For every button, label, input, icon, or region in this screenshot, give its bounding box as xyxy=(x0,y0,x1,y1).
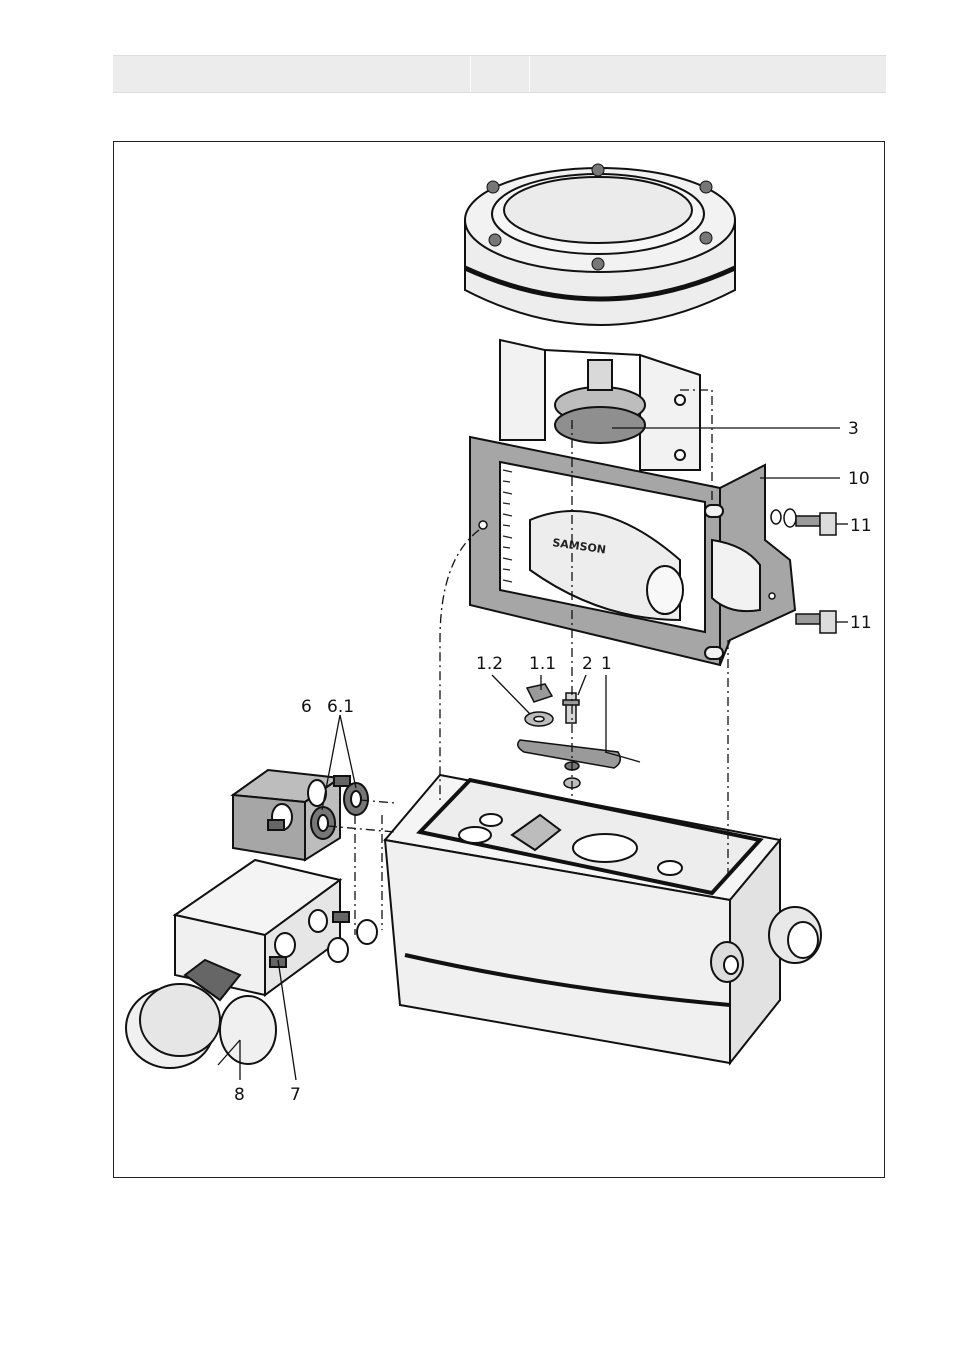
lever-parts xyxy=(518,684,621,788)
screw-11-upper xyxy=(771,509,836,535)
actuator-housing xyxy=(465,164,735,325)
callout-6: 6 xyxy=(301,697,312,717)
callout-1: 1 xyxy=(601,654,612,674)
callout-11-lower: 11 xyxy=(850,613,872,633)
callout-1-1: 1.1 xyxy=(529,654,556,674)
callout-2: 2 xyxy=(582,654,593,674)
bracket-scale xyxy=(503,470,512,582)
screw-11-lower xyxy=(796,611,836,633)
callout-3: 3 xyxy=(848,419,859,439)
callout-10: 10 xyxy=(848,469,870,489)
callout-1-2: 1.2 xyxy=(476,654,503,674)
callout-6-1: 6.1 xyxy=(327,697,354,717)
callout-7: 7 xyxy=(290,1085,301,1105)
callout-11-upper: 11 xyxy=(850,516,872,536)
callout-8: 8 xyxy=(234,1085,245,1105)
positioner-housing xyxy=(385,775,821,1063)
